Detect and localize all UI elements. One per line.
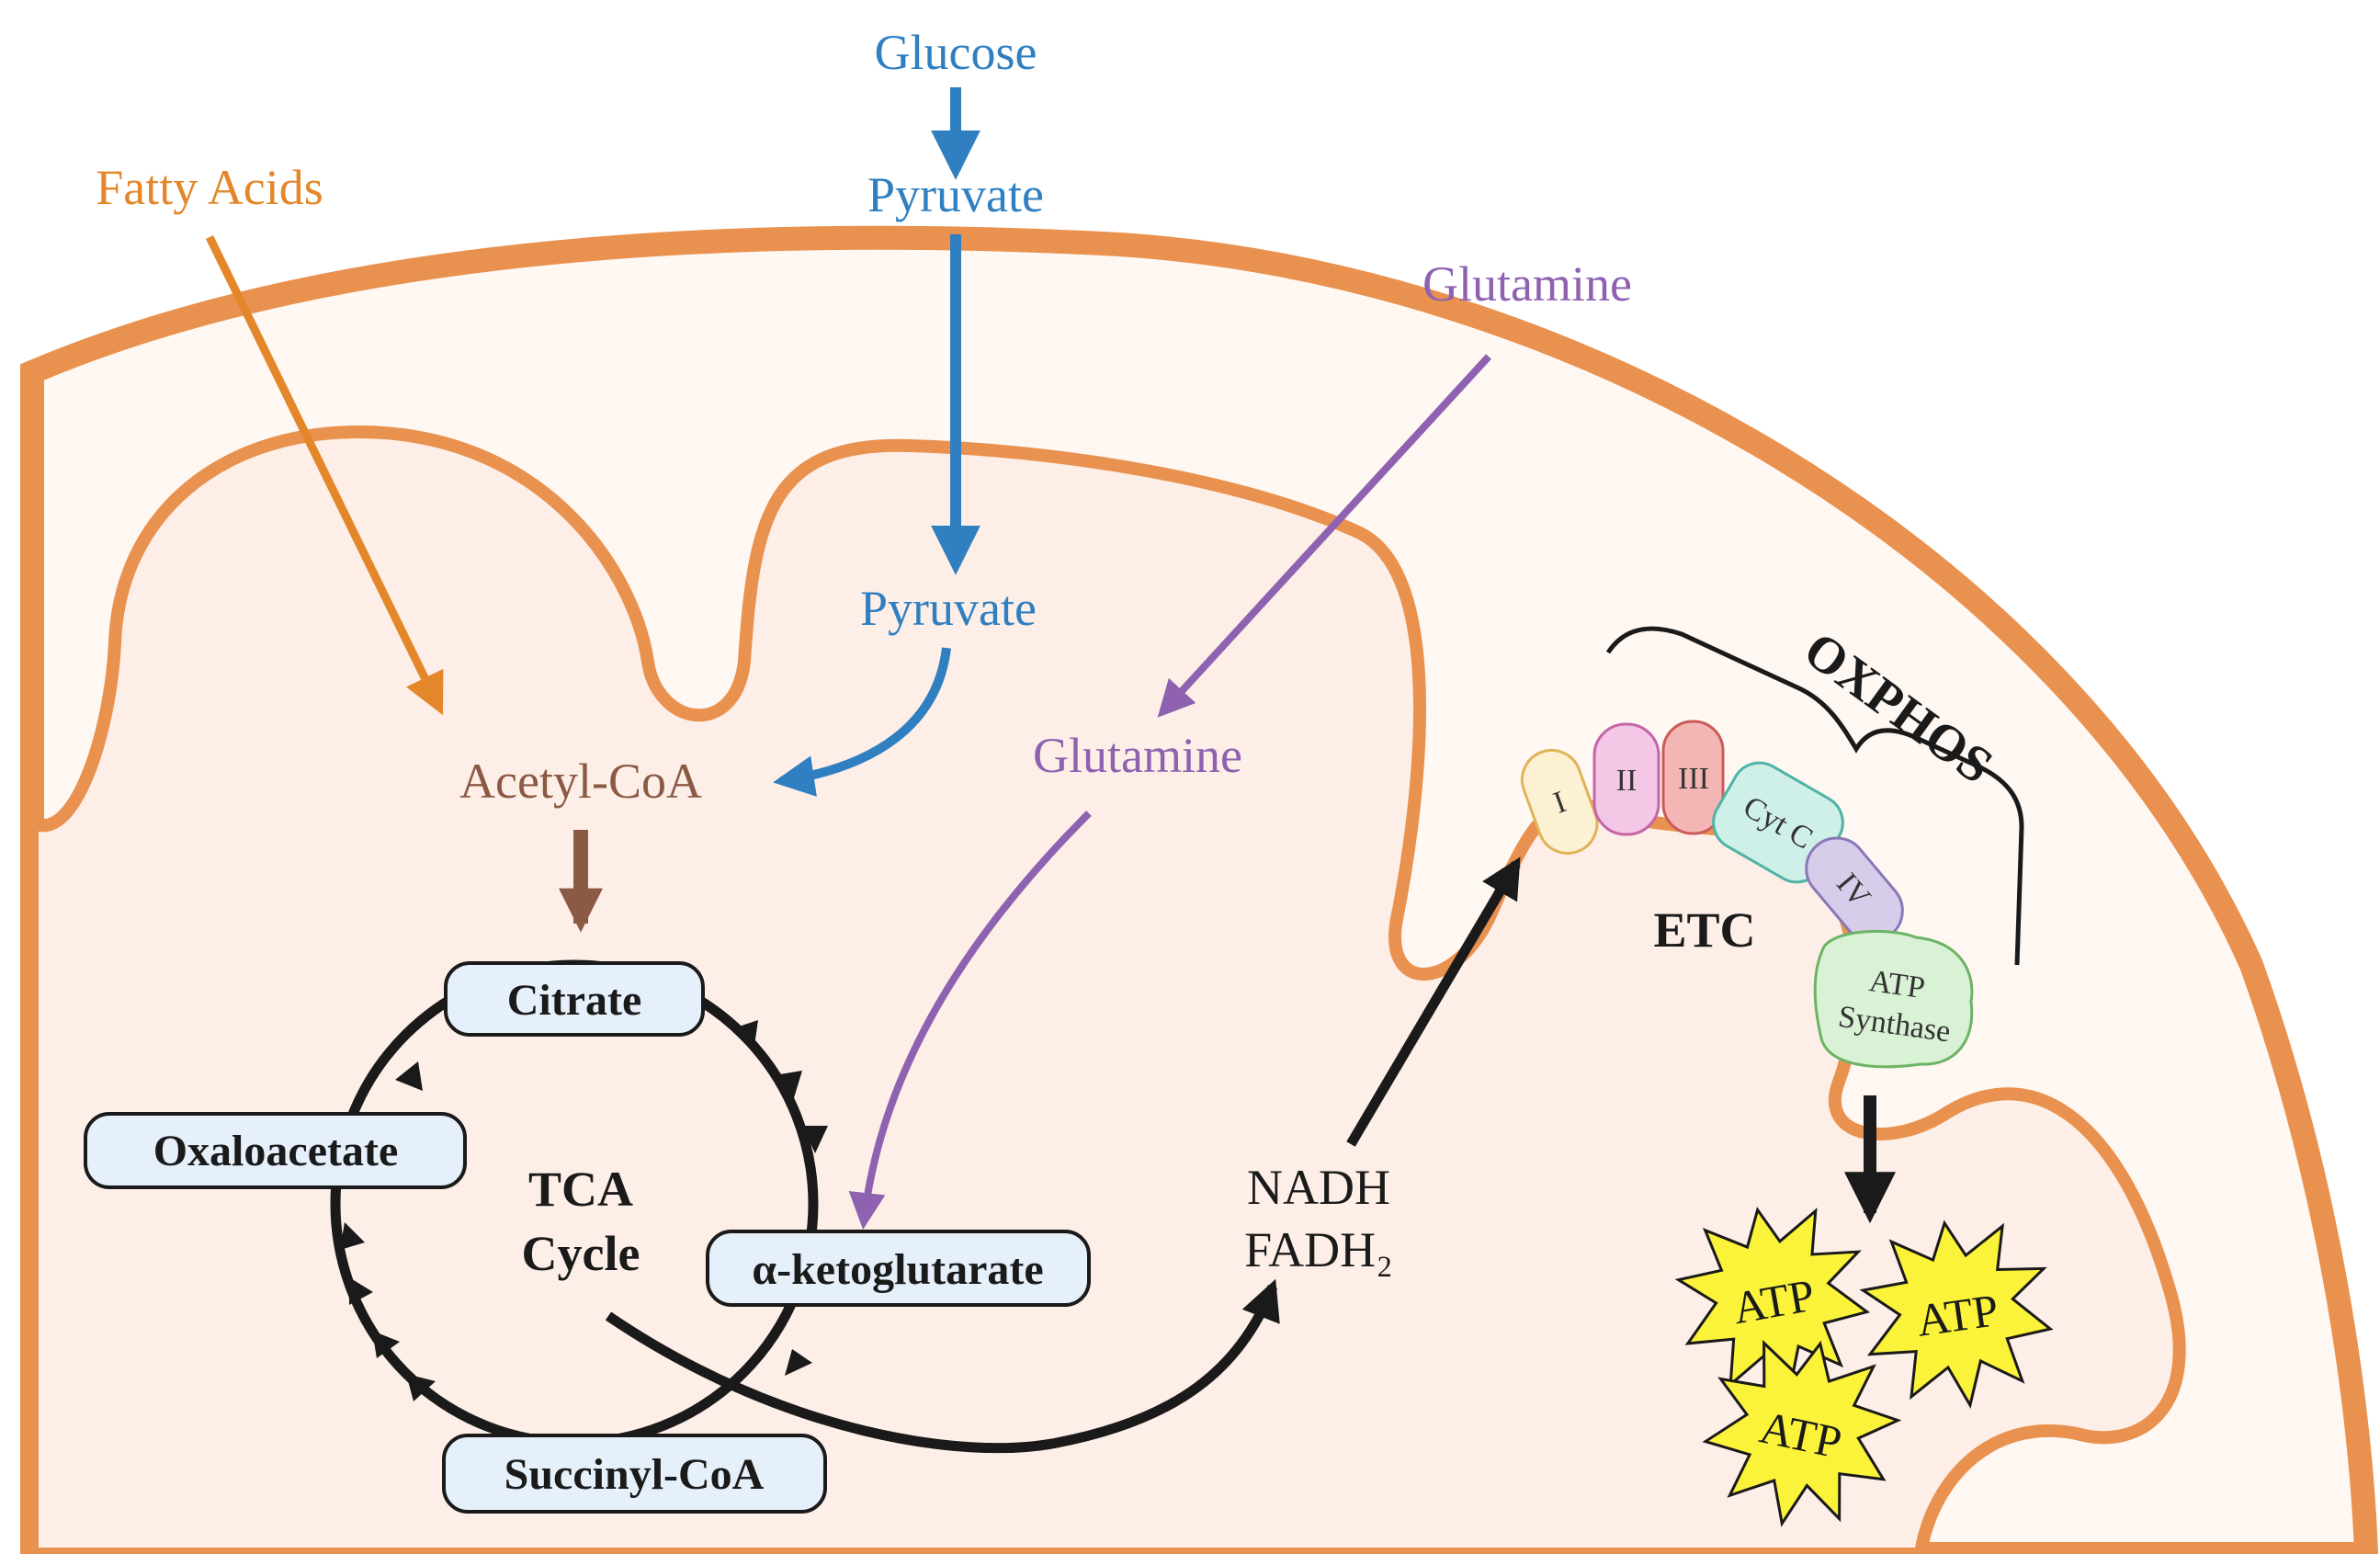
- mitochondrion: [20, 225, 2379, 1554]
- glucose-label: Glucose: [875, 25, 1037, 80]
- tca-label-line1: TCA: [528, 1162, 633, 1217]
- fadh2-label: FADH₂: [1244, 1222, 1393, 1277]
- complex-i: I: [1520, 749, 1599, 855]
- complex-ii: II: [1592, 722, 1660, 836]
- alpha-ketoglutarate-box: α-ketoglutarate: [706, 1230, 1091, 1307]
- tca-to-nadh-arrow: [605, 1278, 1280, 1454]
- inner-membrane: [26, 425, 2186, 1554]
- tca-direction-arrows: [340, 1020, 828, 1401]
- oxphos-bracket: [1605, 626, 2024, 966]
- atp-burst: ATP: [1702, 1339, 1902, 1527]
- glutamine-outer-label: Glutamine: [1422, 256, 1632, 312]
- acetyl-coa-label: Acetyl-CoA: [459, 754, 702, 809]
- complex-iii-label: III: [1678, 762, 1709, 796]
- tca-label-line2: Cycle: [522, 1226, 640, 1281]
- atp-synthase-label-line1: ATP: [1867, 964, 1927, 1005]
- oxaloacetate-label: Oxaloacetate: [153, 1127, 399, 1175]
- etc-complexes: I II III Cyt C IV ATP Synthase ETC: [1520, 720, 1974, 1069]
- nadh-to-etc-arrow: [1346, 856, 1521, 1147]
- atp-burst: ATP: [1859, 1219, 2054, 1410]
- glutamine-transport-arrow: [1157, 354, 1491, 718]
- citrate-box: Citrate: [444, 961, 705, 1037]
- complex-ii-label: II: [1616, 764, 1638, 798]
- nadh-label: NADH: [1247, 1160, 1390, 1215]
- complex-iv: IV: [1805, 836, 1904, 943]
- atp-label: ATP: [1913, 1284, 2001, 1346]
- citrate-label: Citrate: [507, 976, 642, 1025]
- succinyl-coa-box: Succinyl-CoA: [442, 1434, 827, 1514]
- oxaloacetate-box: Oxaloacetate: [84, 1112, 467, 1189]
- etc-label: ETC: [1653, 902, 1755, 958]
- glutamine-to-akg-arrow: [848, 811, 1092, 1230]
- succinyl-coa-label: Succinyl-CoA: [504, 1450, 765, 1499]
- fatty-acids-arrow: [205, 235, 444, 716]
- alpha-ketoglutarate-label: α-ketoglutarate: [752, 1245, 1043, 1294]
- pyruvate-inner-label: Pyruvate: [860, 581, 1037, 636]
- complex-iii: III: [1661, 720, 1725, 835]
- pyruvate-to-acetylcoa-arrow: [773, 647, 951, 797]
- glutamine-inner-label: Glutamine: [1033, 728, 1242, 783]
- pyruvate-outer-label: Pyruvate: [867, 167, 1044, 222]
- fatty-acids-label: Fatty Acids: [96, 160, 323, 215]
- atp-bursts: ATP ATP ATP: [1674, 1207, 2054, 1527]
- atp-synthase: ATP Synthase: [1813, 930, 1974, 1069]
